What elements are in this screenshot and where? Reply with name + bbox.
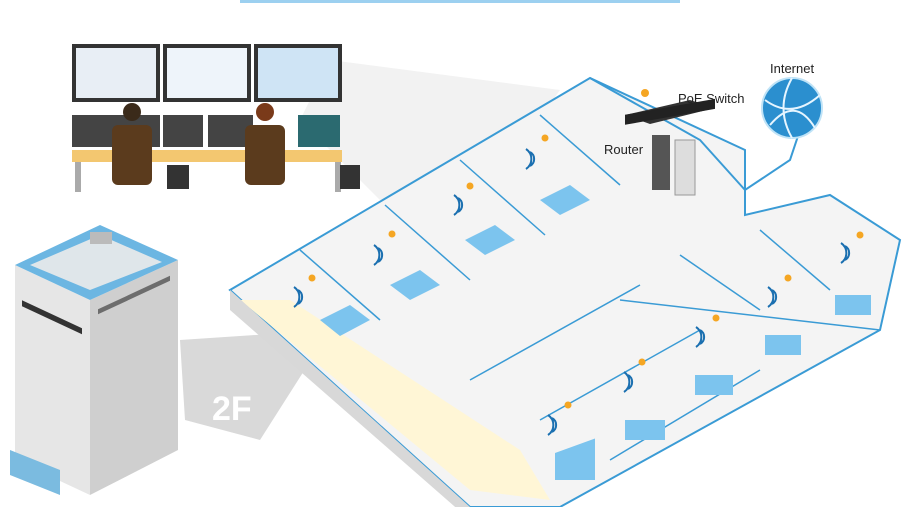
wifi-icon bbox=[293, 148, 851, 436]
internet-label: Internet bbox=[770, 61, 814, 76]
floor-plan bbox=[228, 76, 902, 507]
operator-icon bbox=[112, 103, 285, 185]
projection-beam-top bbox=[300, 60, 560, 260]
control-room bbox=[72, 44, 360, 192]
building-icon bbox=[10, 225, 178, 495]
switch-icon bbox=[625, 98, 715, 125]
server-rack-icon bbox=[652, 135, 696, 196]
access-point-icon bbox=[308, 134, 864, 409]
room-dividers bbox=[299, 114, 881, 461]
router-label: Router bbox=[604, 142, 644, 157]
top-accent bbox=[240, 0, 680, 3]
pc-tower bbox=[167, 165, 189, 189]
floor-label: 2F bbox=[212, 390, 252, 428]
globe-icon bbox=[761, 77, 823, 139]
poe-switch-label: PoE Switch bbox=[678, 91, 744, 106]
bed-icon bbox=[320, 185, 871, 480]
access-point-icon bbox=[641, 89, 649, 97]
